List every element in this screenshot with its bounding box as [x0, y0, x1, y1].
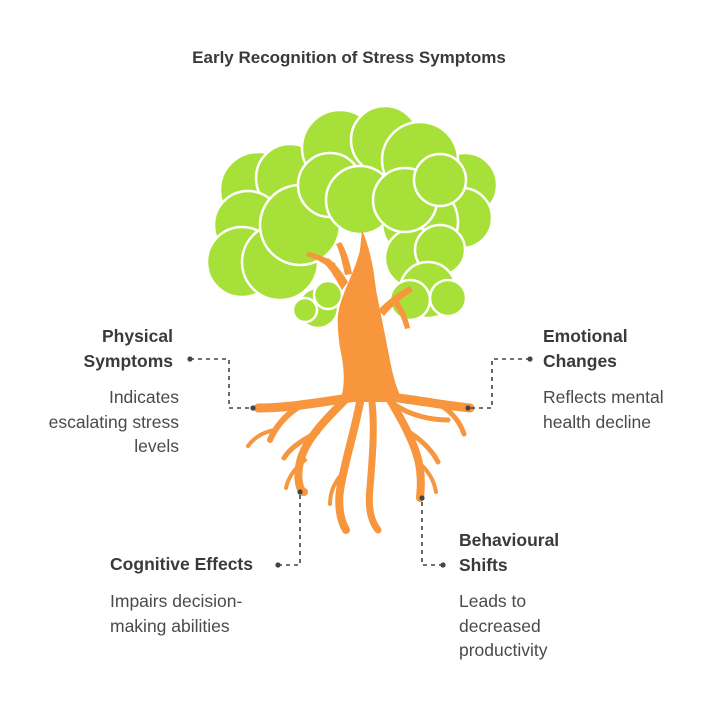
- heading-line: Shifts: [459, 555, 508, 575]
- tree-trunk: [306, 230, 413, 402]
- heading-line: Behavioural: [459, 530, 560, 550]
- connector-dot: [187, 356, 193, 362]
- tree-roots: [246, 393, 475, 534]
- connector-dot: [440, 562, 446, 568]
- cognitive-effects-description: Impairs decision- making abilities: [110, 589, 242, 638]
- description-line: levels: [134, 436, 179, 456]
- description-line: decreased: [459, 615, 541, 636]
- connector-dot: [419, 495, 425, 501]
- emotional-changes-description: Reflects mental health decline: [543, 385, 664, 434]
- connector-dot: [275, 562, 281, 568]
- connector-dot: [297, 489, 303, 495]
- behavioural-shifts-heading: Behavioural Shifts: [459, 528, 559, 578]
- connector-dot: [250, 405, 256, 411]
- heading-line: Cognitive Effects: [110, 554, 253, 574]
- description-line: making abilities: [110, 615, 230, 636]
- connector-dots: [187, 356, 533, 568]
- behavioural-shifts-description: Leads to decreased productivity: [459, 589, 548, 663]
- description-line: Impairs decision-: [110, 591, 243, 611]
- connector-cognitive: [278, 492, 301, 566]
- description-line: Reflects mental: [543, 387, 664, 407]
- heading-line: Symptoms: [83, 351, 173, 371]
- physical-symptoms-heading: Physical Symptoms: [84, 324, 173, 374]
- cognitive-effects-heading: Cognitive Effects: [110, 552, 253, 577]
- heading-line: Emotional: [543, 326, 628, 346]
- connector-emotional: [468, 358, 530, 409]
- physical-symptoms-description: Indicates escalating stress levels: [49, 385, 179, 459]
- connector-dot: [465, 405, 471, 411]
- diagram-title: Early Recognition of Stress Symptoms: [192, 48, 506, 67]
- description-line: Leads to: [459, 591, 527, 611]
- heading-line: Physical: [101, 326, 173, 346]
- connectors: [190, 358, 530, 566]
- description-line: Indicates: [108, 387, 179, 407]
- connector-physical: [190, 358, 253, 409]
- connector-behavioural: [421, 498, 443, 566]
- description-line: health decline: [543, 411, 651, 432]
- description-line: productivity: [459, 640, 548, 660]
- tree-foliage: [205, 104, 499, 330]
- description-line: escalating stress: [48, 411, 179, 432]
- heading-line: Changes: [543, 351, 617, 371]
- connector-dot: [527, 356, 533, 362]
- emotional-changes-heading: Emotional Changes: [543, 324, 628, 374]
